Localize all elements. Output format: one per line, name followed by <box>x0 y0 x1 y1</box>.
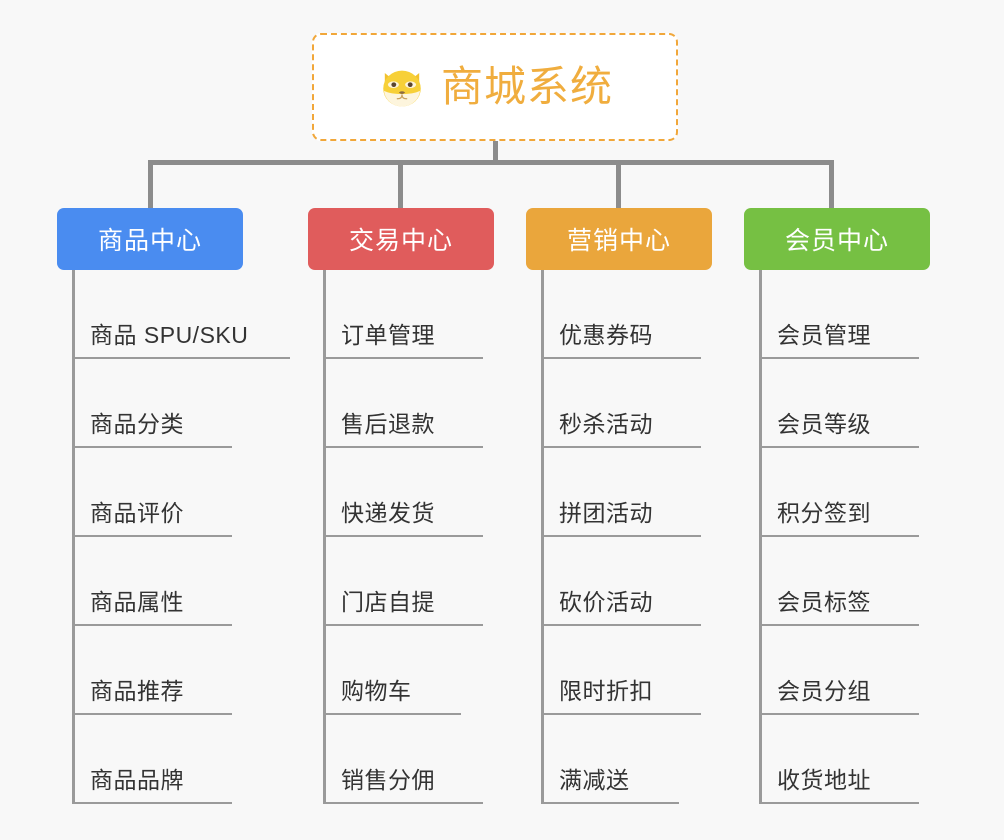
column-trade-center: 交易中心 订单管理 售后退款 快递发货 门店自提 购物车 销售分佣 <box>308 208 494 804</box>
list-item[interactable]: 购物车 <box>308 626 494 715</box>
root-title: 商城系统 <box>440 63 613 110</box>
connector-drop-member-center <box>829 160 834 210</box>
column-items-trade-center: 订单管理 售后退款 快递发货 门店自提 购物车 销售分佣 <box>308 270 494 804</box>
shiba-dog-face-icon <box>383 70 421 109</box>
column-header-product-center[interactable]: 商品中心 <box>57 208 243 270</box>
list-item[interactable]: 收货地址 <box>744 715 930 804</box>
list-item-label: 商品品牌 <box>90 767 184 793</box>
list-item[interactable]: 满减送 <box>526 715 712 804</box>
list-item[interactable]: 会员分组 <box>744 626 930 715</box>
column-items-product-center: 商品 SPU/SKU 商品分类 商品评价 商品属性 商品推荐 商品品牌 <box>57 270 290 804</box>
list-item-label: 拼团活动 <box>559 500 653 526</box>
list-item[interactable]: 会员等级 <box>744 359 930 448</box>
list-item-label: 满减送 <box>559 767 630 793</box>
list-item[interactable]: 商品品牌 <box>57 715 243 804</box>
list-item-label: 优惠券码 <box>559 322 653 348</box>
connector-root-stem <box>493 141 498 163</box>
connector-horizontal-bus <box>148 160 834 165</box>
column-member-center: 会员中心 会员管理 会员等级 积分签到 会员标签 会员分组 收货地址 <box>744 208 930 804</box>
list-item-label: 会员分组 <box>777 678 871 704</box>
connector-drop-marketing-center <box>616 160 621 210</box>
list-item-label: 秒杀活动 <box>559 411 653 437</box>
list-item[interactable]: 订单管理 <box>308 270 494 359</box>
list-item[interactable]: 售后退款 <box>308 359 494 448</box>
list-item-label: 门店自提 <box>341 589 435 615</box>
list-item-label: 会员等级 <box>777 411 871 437</box>
list-item-label: 商品分类 <box>90 411 184 437</box>
connector-drop-trade-center <box>398 160 403 210</box>
list-item[interactable]: 会员标签 <box>744 537 930 626</box>
list-item[interactable]: 秒杀活动 <box>526 359 712 448</box>
list-item-label: 砍价活动 <box>559 589 653 615</box>
connector-drop-product-center <box>148 160 153 210</box>
list-item[interactable]: 拼团活动 <box>526 448 712 537</box>
list-item-label: 会员标签 <box>777 589 871 615</box>
list-item[interactable]: 商品 SPU/SKU <box>57 270 290 359</box>
list-item[interactable]: 商品推荐 <box>57 626 243 715</box>
list-item-label: 商品推荐 <box>90 678 184 704</box>
list-item-label: 购物车 <box>341 678 412 704</box>
list-item[interactable]: 优惠券码 <box>526 270 712 359</box>
list-item[interactable]: 砍价活动 <box>526 537 712 626</box>
list-item[interactable]: 商品评价 <box>57 448 243 537</box>
list-item[interactable]: 门店自提 <box>308 537 494 626</box>
list-item-label: 商品属性 <box>90 589 184 615</box>
column-items-marketing-center: 优惠券码 秒杀活动 拼团活动 砍价活动 限时折扣 满减送 <box>526 270 712 804</box>
column-header-member-center[interactable]: 会员中心 <box>744 208 930 270</box>
list-item[interactable]: 商品属性 <box>57 537 243 626</box>
column-product-center: 商品中心 商品 SPU/SKU 商品分类 商品评价 商品属性 商品推荐 商品品牌 <box>57 208 290 804</box>
list-item-label: 商品评价 <box>90 500 184 526</box>
column-header-trade-center[interactable]: 交易中心 <box>308 208 494 270</box>
column-header-marketing-center[interactable]: 营销中心 <box>526 208 712 270</box>
list-item[interactable]: 销售分佣 <box>308 715 494 804</box>
list-item-label: 销售分佣 <box>341 767 435 793</box>
list-item-label: 限时折扣 <box>559 678 653 704</box>
list-item[interactable]: 商品分类 <box>57 359 243 448</box>
list-item-label: 快递发货 <box>341 500 435 526</box>
list-item[interactable]: 快递发货 <box>308 448 494 537</box>
list-item-label: 商品 SPU/SKU <box>90 322 249 348</box>
list-item-label: 售后退款 <box>341 411 435 437</box>
root-node[interactable]: 商城系统 <box>312 33 678 141</box>
list-item[interactable]: 限时折扣 <box>526 626 712 715</box>
list-item-label: 收货地址 <box>777 767 871 793</box>
list-item[interactable]: 会员管理 <box>744 270 930 359</box>
list-item-label: 积分签到 <box>777 500 871 526</box>
column-marketing-center: 营销中心 优惠券码 秒杀活动 拼团活动 砍价活动 限时折扣 满减送 <box>526 208 712 804</box>
list-item[interactable]: 积分签到 <box>744 448 930 537</box>
list-item-label: 订单管理 <box>341 322 435 348</box>
column-items-member-center: 会员管理 会员等级 积分签到 会员标签 会员分组 收货地址 <box>744 270 930 804</box>
list-item-label: 会员管理 <box>777 322 871 348</box>
